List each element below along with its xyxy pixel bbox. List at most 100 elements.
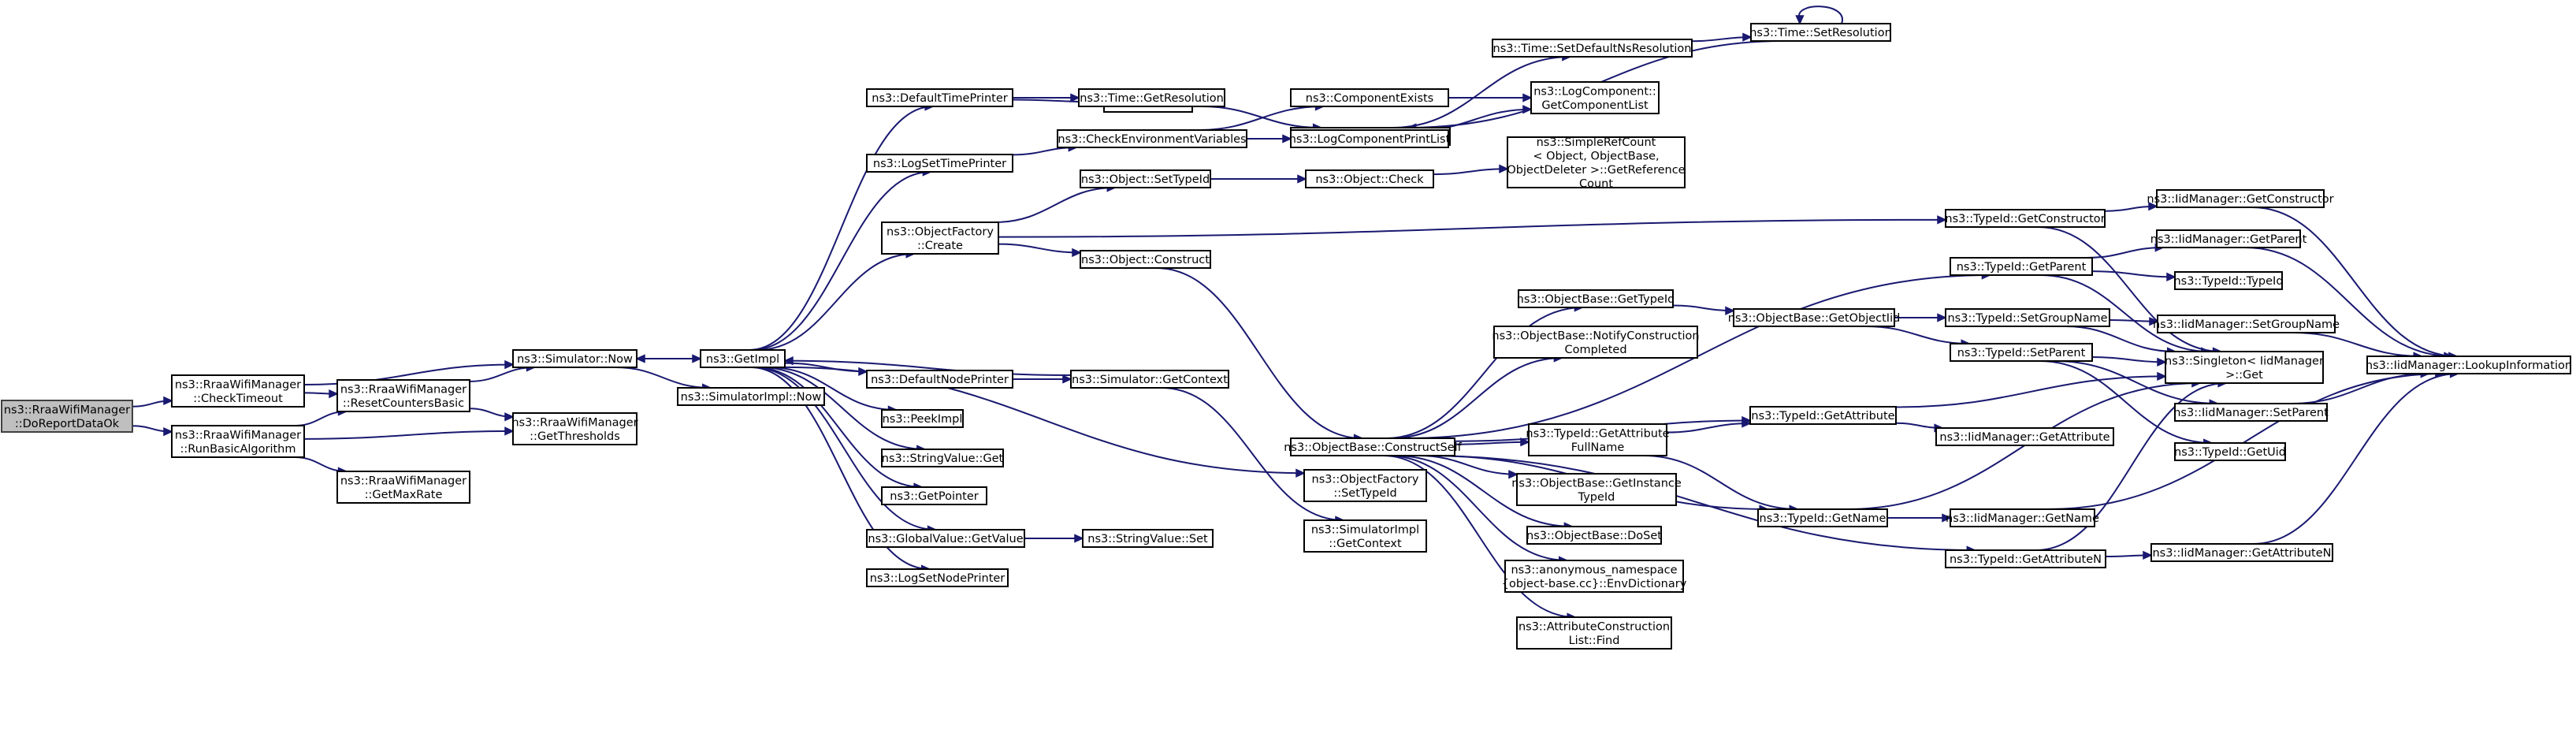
node-label-line: ns3::TypeId::GetAttribute	[1751, 410, 1894, 423]
edge-arrowhead	[1725, 306, 1735, 315]
function-node-n17[interactable]: ns3::LogSetNodePrinter	[866, 568, 1009, 587]
function-node-n12[interactable]: ns3::DefaultNodePrinter	[866, 370, 1013, 389]
function-node-n15[interactable]: ns3::GetPointer	[881, 486, 987, 505]
function-node-n9[interactable]: ns3::DefaultTimePrinter	[866, 88, 1013, 107]
function-node-n59[interactable]: ns3::TypeId::GetUid	[2174, 442, 2286, 461]
function-node-n21[interactable]: ns3::Object::SetTypeId	[1080, 169, 1211, 188]
function-node-n34[interactable]: ns3::SimpleRefCount< Object, ObjectBase,…	[1507, 136, 1686, 191]
node-label-line: ns3::IidManager::GetAttribute	[1939, 431, 2109, 444]
function-node-n46[interactable]: ns3::TypeId::GetConstructor	[1945, 209, 2106, 228]
edge-arrowhead	[1295, 468, 1306, 478]
node-box	[1733, 308, 1895, 327]
function-node-n39[interactable]: ns3::ObjectBase::DoSet	[1526, 526, 1662, 545]
function-node-n24[interactable]: ns3::StringValue::Set	[1082, 529, 1214, 548]
node-box	[1945, 209, 2106, 228]
function-node-n54[interactable]: ns3::IidManager::GetParent	[2150, 229, 2307, 248]
call-edge-n44-n56	[1895, 371, 2167, 408]
function-node-n14[interactable]: ns3::StringValue::Get	[881, 449, 1004, 467]
node-box	[1945, 549, 2106, 568]
function-node-n26[interactable]: ns3::SimulatorImpl::GetContext	[1303, 519, 1427, 553]
function-node-n48[interactable]: ns3::TypeId::SetGroupName	[1945, 308, 2110, 327]
function-node-n2[interactable]: ns3::RraaWifiManager::RunBasicAlgorithm	[171, 425, 305, 458]
function-node-n8[interactable]: ns3::SimulatorImpl::Now	[677, 387, 825, 406]
edge-arrowhead	[1070, 93, 1080, 102]
edge-line	[750, 367, 930, 570]
node-label-line: ns3::ObjectBase::DoSet	[1526, 530, 1662, 542]
function-node-n51[interactable]: ns3::TypeId::GetAttributeN	[1945, 549, 2106, 568]
function-node-n25[interactable]: ns3::ObjectFactory::SetTypeId	[1303, 469, 1427, 502]
function-node-n35[interactable]: ns3::ObjectBase::GetTypeId	[1517, 289, 1675, 308]
function-node-n57[interactable]: ns3::IidManager::SetGroupName	[2153, 315, 2340, 333]
function-node-n5[interactable]: ns3::Simulator::Now	[512, 349, 637, 368]
call-edge-n16-n24	[1024, 534, 1084, 543]
function-node-n28[interactable]: ns3::ComponentExists	[1290, 88, 1449, 107]
function-node-n56[interactable]: ns3::Singleton< IidManager>::Get	[2165, 351, 2324, 384]
node-label-line: ns3::GetPointer	[890, 490, 979, 503]
function-node-n33[interactable]: ns3::LogComponent::GetComponentList	[1530, 81, 1660, 114]
node-box	[1504, 560, 1684, 593]
node-box	[881, 449, 1004, 467]
function-node-n0[interactable]: ns3::RraaWifiManager::DoReportDataOk	[1, 400, 133, 433]
function-node-n7[interactable]: ns3::GetImpl	[700, 349, 786, 368]
function-node-n40[interactable]: ns3::anonymous_namespace{object-base.cc}…	[1502, 560, 1687, 593]
edge-line	[1433, 168, 1508, 176]
call-edge-n35-n43	[1672, 304, 1735, 315]
function-node-n32[interactable]: ns3::Time::SetDefaultNsResolution	[1492, 39, 1693, 58]
function-node-n53[interactable]: ns3::IidManager::GetConstructor	[2147, 189, 2334, 208]
function-node-n60[interactable]: ns3::IidManager::GetAttributeN	[2150, 543, 2333, 562]
edge-arrowhead	[1499, 164, 1509, 173]
function-node-n55[interactable]: ns3::TypeId::TypeId	[2173, 271, 2284, 290]
function-node-n36[interactable]: ns3::ObjectBase::NotifyConstructionCompl…	[1492, 326, 1700, 359]
node-box	[1945, 308, 2110, 327]
node-label-line: ns3::TypeId::GetAttribute	[1526, 427, 1669, 440]
function-node-n1[interactable]: ns3::RraaWifiManager::CheckTimeout	[171, 374, 305, 408]
function-node-n50[interactable]: ns3::IidManager::GetAttribute	[1935, 427, 2114, 446]
call-edge-n7-n5	[635, 354, 701, 363]
function-node-n6[interactable]: ns3::RraaWifiManager::GetThresholds	[511, 412, 638, 445]
node-label-line: ns3::ObjectBase::GetObjectIid	[1728, 312, 1901, 325]
function-node-n47[interactable]: ns3::TypeId::GetParent	[1950, 257, 2093, 276]
function-node-n20[interactable]: ns3::CheckEnvironmentVariables	[1057, 129, 1247, 148]
function-node-n58[interactable]: ns3::IidManager::SetParent	[2173, 403, 2329, 422]
edge-line	[760, 367, 925, 450]
edge-line	[2086, 247, 2164, 259]
function-node-n49[interactable]: ns3::TypeId::SetParent	[1950, 343, 2093, 362]
node-label-line: ns3::Simulator::GetContext	[1072, 374, 1228, 386]
function-node-n13[interactable]: ns3::PeekImpl	[881, 409, 964, 428]
function-node-n10[interactable]: ns3::LogSetTimePrinter	[866, 154, 1013, 173]
function-node-n29[interactable]: ns3::LogComponentPrintList	[1289, 129, 1451, 148]
function-node-n45[interactable]: ns3::TypeId::GetName	[1757, 508, 1888, 527]
function-node-n22[interactable]: ns3::Object::Construct	[1080, 250, 1211, 269]
edge-arrowhead	[783, 356, 794, 366]
node-box	[1518, 289, 1674, 308]
function-node-n43[interactable]: ns3::ObjectBase::GetObjectIid	[1728, 308, 1901, 327]
function-node-n61[interactable]: ns3::IidManager::LookupInformation	[2366, 356, 2572, 374]
node-label-line: ns3::CheckEnvironmentVariables	[1058, 133, 1246, 146]
function-node-n19[interactable]: ns3::Time::GetResolution	[1078, 88, 1225, 107]
function-node-n3[interactable]: ns3::RraaWifiManager::ResetCountersBasic	[336, 379, 470, 412]
node-label-line: ns3::TypeId::GetConstructor	[1945, 213, 2105, 225]
node-box	[1290, 88, 1449, 107]
node-box	[866, 154, 1013, 173]
edge-arrowhead	[504, 359, 515, 370]
function-node-n11[interactable]: ns3::ObjectFactory::Create	[881, 222, 999, 255]
function-node-n42[interactable]: ns3::Time::SetResolution	[1749, 23, 1892, 42]
node-label-line: ns3::ObjectFactory	[1312, 473, 1419, 486]
function-node-n52[interactable]: ns3::IidManager::GetName	[1946, 508, 2099, 527]
edge-line	[2065, 326, 2176, 352]
function-node-n16[interactable]: ns3::GlobalValue::GetValue	[866, 529, 1025, 548]
node-box	[1526, 526, 1662, 545]
function-node-n30[interactable]: ns3::Object::Check	[1305, 169, 1434, 188]
function-node-n31[interactable]: ns3::ObjectBase::ConstructSelf	[1284, 437, 1463, 456]
edge-line	[756, 253, 915, 351]
edge-arrowhead	[1508, 470, 1518, 479]
function-node-n44[interactable]: ns3::TypeId::GetAttribute	[1749, 406, 1897, 425]
function-node-n23[interactable]: ns3::Simulator::GetContext	[1070, 370, 1229, 389]
node-label-line: ns3::RraaWifiManager	[511, 416, 637, 429]
edge-line	[784, 359, 1072, 376]
function-node-n4[interactable]: ns3::RraaWifiManager::GetMaxRate	[336, 471, 470, 504]
edge-line	[2293, 332, 2422, 357]
